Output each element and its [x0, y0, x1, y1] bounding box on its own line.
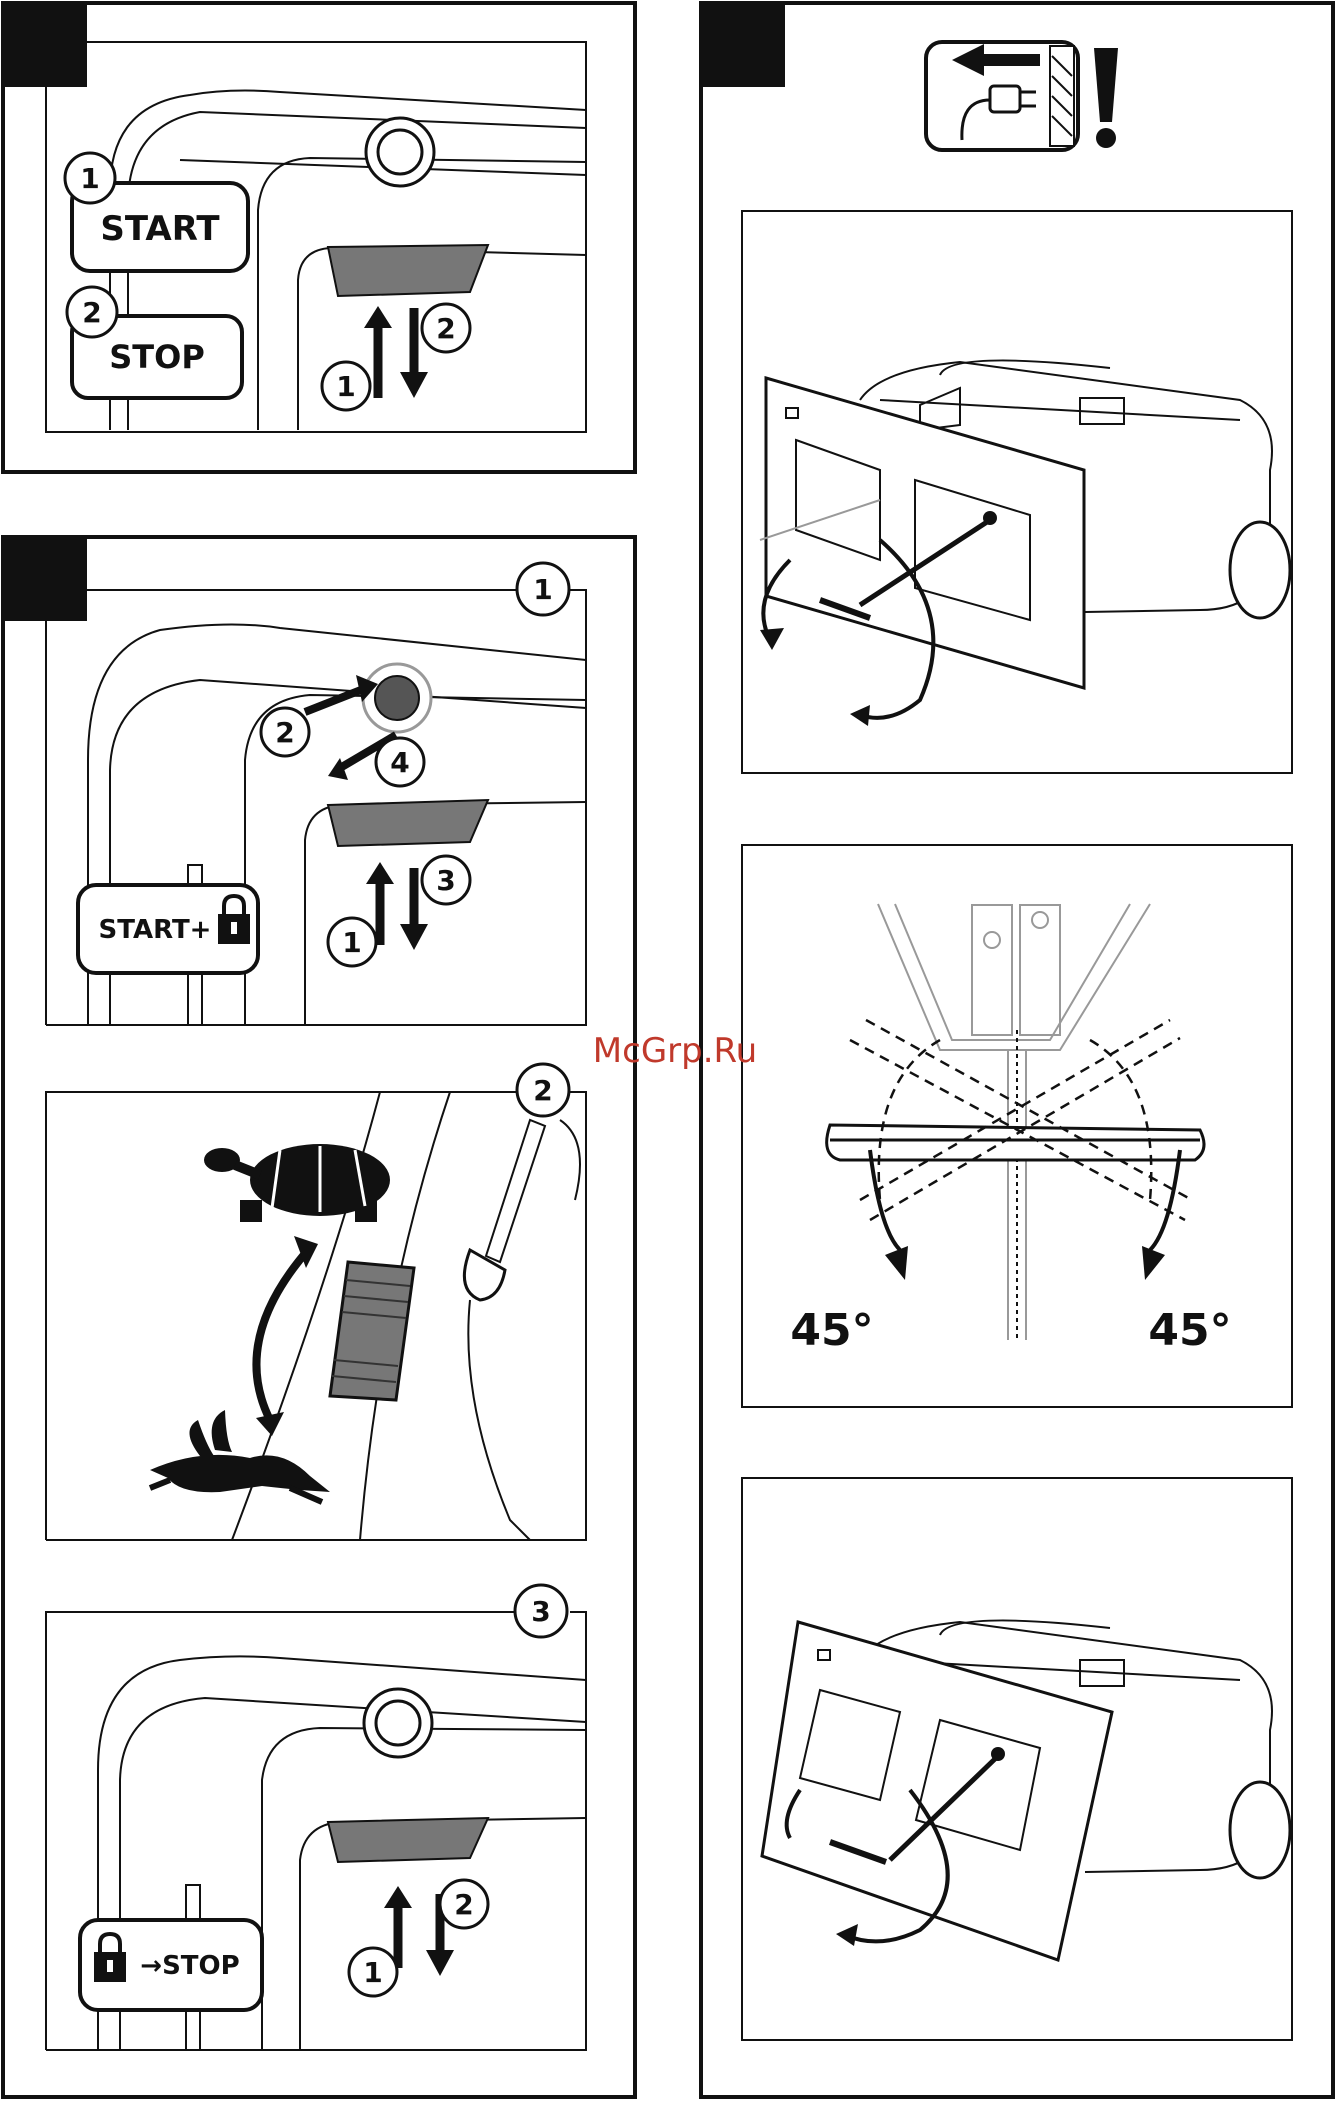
watermark-text: McGrp.Ru [593, 1031, 757, 1071]
panel-corner-tab [701, 3, 785, 87]
subpanel-c1 [742, 211, 1292, 773]
exclamation-icon [1094, 48, 1118, 148]
speed-switch-icon [328, 245, 488, 296]
svg-text:1: 1 [80, 162, 99, 195]
svg-text:1: 1 [363, 1956, 382, 1989]
panel-lock-speed: 1 2 4 1 3 [3, 537, 635, 2097]
subpanel-2: 2 [46, 1064, 586, 1540]
svg-text:3: 3 [531, 1595, 550, 1628]
angle-left-label: 45° [790, 1305, 873, 1356]
panel-angle-adjust: 45° 45° [701, 3, 1333, 2097]
subpanel-3: 3 1 2 →STOP [46, 1585, 586, 2050]
stop-label: STOP [109, 338, 205, 376]
svg-text:2: 2 [436, 312, 455, 345]
svg-text:2: 2 [533, 1074, 552, 1107]
svg-text:2: 2 [82, 296, 101, 329]
turtle-icon [204, 1144, 390, 1222]
svg-text:3: 3 [436, 864, 455, 897]
svg-text:1: 1 [336, 370, 355, 403]
svg-text:1: 1 [342, 926, 361, 959]
subpanel-c2: 45° 45° [742, 845, 1292, 1407]
svg-text:1: 1 [533, 573, 552, 606]
speed-switch-icon [328, 800, 488, 846]
svg-text:2: 2 [454, 1888, 473, 1921]
start-lock-label: START+ [99, 915, 212, 945]
lock-stop-label: →STOP [140, 1951, 239, 1981]
svg-text:2: 2 [275, 716, 294, 749]
curved-double-arrow-icon [256, 1236, 318, 1436]
subpanel-1: 1 2 4 1 3 [46, 563, 586, 1025]
svg-text:4: 4 [390, 746, 409, 779]
hare-icon [150, 1410, 330, 1502]
start-label: START [100, 209, 220, 249]
panel-start-stop: START STOP 1 2 1 2 [3, 3, 635, 472]
subpanel-c3 [742, 1478, 1292, 2040]
speed-switch-icon [328, 1818, 488, 1862]
speed-rocker-switch-icon [330, 1262, 414, 1400]
unplug-warning-icon [926, 42, 1078, 150]
angle-right-label: 45° [1148, 1305, 1231, 1356]
